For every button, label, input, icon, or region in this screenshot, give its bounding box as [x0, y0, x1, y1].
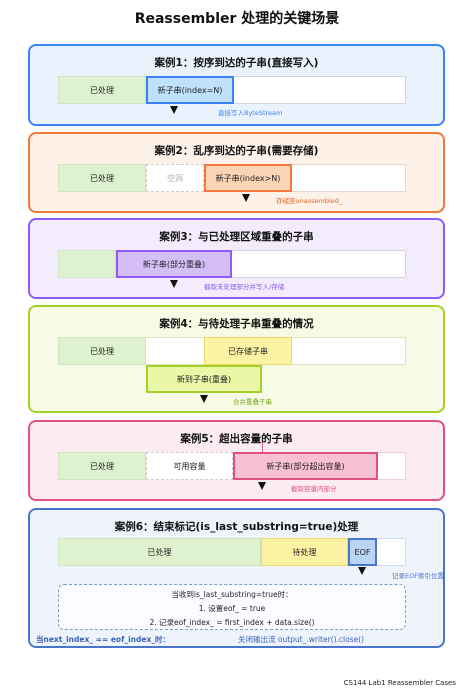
case6-card: 案例6：结束标记(is_last_substring=true)处理 已处理 待…	[28, 508, 445, 648]
case4-processed-block: 已处理	[58, 337, 146, 365]
case1-new-substring: 新子串(index=N)	[146, 76, 234, 104]
case6-bottom-right: 关闭输出流 output_.writer().close()	[238, 635, 365, 644]
case6-condition-title: 当收到is_last_substring=true时：	[171, 590, 293, 599]
footer-caption: CS144 Lab1 Reassembler Cases	[343, 679, 456, 687]
case1-card: 案例1：按序到达的子串(直接写入) 已处理 新子串(index=N) 直接写入B…	[28, 44, 445, 126]
case6-eof-block: EOF	[348, 538, 377, 566]
case5-note: 截取容量内部分	[291, 485, 337, 493]
case5-arrow-icon	[258, 482, 266, 490]
case4-stored-substring: 已存储子串	[204, 337, 292, 365]
case5-new-substring: 新子串(部分超出容量)	[233, 452, 378, 480]
case6-condition-box: 当收到is_last_substring=true时： 1. 设置eof_ = …	[58, 584, 406, 630]
case4-note: 合并重叠子串	[233, 398, 272, 406]
case6-pending-block: 待处理	[261, 538, 348, 566]
case1-note: 直接写入ByteStream	[218, 109, 283, 117]
case2-arrow-icon	[242, 194, 250, 202]
case2-note: 存储至unassembled_	[276, 197, 343, 205]
case2-gap-block: 空洞	[146, 164, 204, 192]
case6-step1: 1. 设置eof_ = true	[198, 604, 266, 613]
case4-arrow-icon	[200, 395, 208, 403]
case5-capacity-marker-icon	[262, 442, 263, 452]
case3-new-substring: 新子串(部分重叠)	[116, 250, 232, 278]
case6-eof-note: 记录EOF索引位置	[392, 572, 444, 580]
case6-title: 案例6：结束标记(is_last_substring=true)处理	[114, 521, 359, 533]
case6-processed-block: 已处理	[58, 538, 261, 566]
case5-processed-block: 已处理	[58, 452, 146, 480]
case6-bottom-left: 当next_index_ == eof_index_时：	[36, 635, 171, 644]
case1-title: 案例1：按序到达的子串(直接写入)	[154, 57, 319, 69]
case2-title: 案例2：乱序到达的子串(需要存储)	[154, 145, 319, 157]
case2-card: 案例2：乱序到达的子串(需要存储) 已处理 空洞 新子串(index>N) 存储…	[28, 132, 445, 213]
case6-arrow-icon	[358, 567, 366, 575]
page-title: Reassembler 处理的关键场景	[134, 11, 340, 27]
case2-processed-block: 已处理	[58, 164, 146, 192]
case4-new-substring: 新到子串(重叠)	[146, 365, 262, 393]
case4-card: 案例4：与待处理子串重叠的情况 已处理 已存储子串 新到子串(重叠) 合并重叠子…	[28, 305, 445, 413]
case6-step2: 2. 记录eof_index_ = first_index + data.siz…	[149, 618, 315, 627]
case3-title: 案例3：与已处理区域重叠的子串	[159, 231, 314, 243]
case3-card: 案例3：与已处理区域重叠的子串 新子串(部分重叠) 截取未处理部分并写入/存储	[28, 218, 445, 299]
case1-arrow-icon	[170, 106, 178, 114]
case2-new-substring: 新子串(index>N)	[204, 164, 292, 192]
case1-processed-block: 已处理	[58, 76, 146, 104]
case5-card: 案例5：超出容量的子串 已处理 可用容量 新子串(部分超出容量) 截取容量内部分	[28, 420, 445, 501]
case4-title: 案例4：与待处理子串重叠的情况	[159, 318, 314, 330]
case3-note: 截取未处理部分并写入/存储	[204, 283, 285, 291]
case3-arrow-icon	[170, 280, 178, 288]
case3-processed-block	[58, 250, 116, 278]
case5-title: 案例5：超出容量的子串	[180, 433, 293, 445]
case5-available-capacity: 可用容量	[146, 452, 233, 480]
